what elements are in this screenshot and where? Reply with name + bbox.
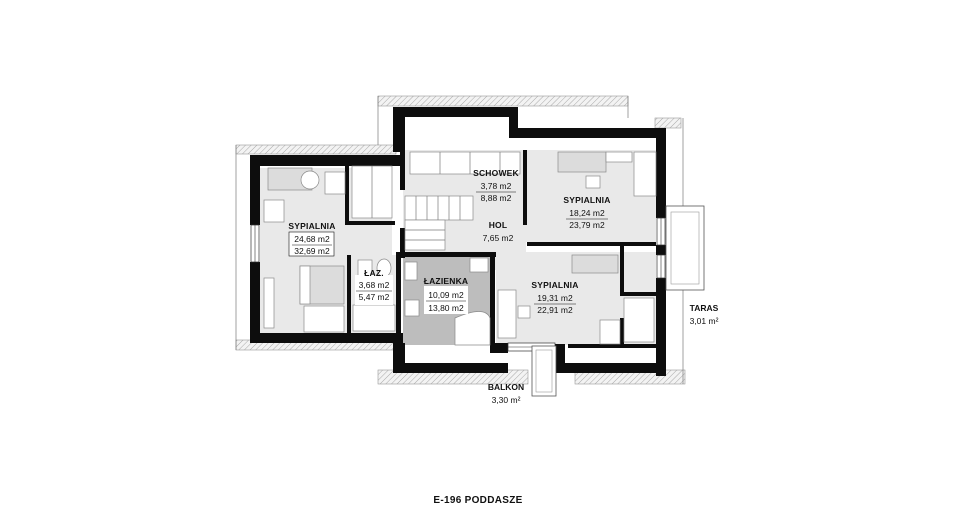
furniture [263,151,657,346]
room-name: ŁAZIENKA [424,276,469,286]
room-name: HOL [489,220,508,230]
room-area-usable: 24,68 m2 [294,234,330,244]
room-label-hall: HOL 7,65 m2 [483,220,514,243]
room-label-bathroom: ŁAZIENKA 10,09 m2 13,80 m2 [424,276,469,314]
room-name: ŁAZ. [364,268,384,278]
balcony-name: BALKON [488,382,524,392]
room-area-total: 13,80 m2 [428,303,464,313]
room-area-total: 8,88 m2 [481,193,512,203]
room-label-bedroom-mid: SYPIALNIA 19,31 m2 22,91 m2 [531,280,578,315]
room-label-storage: SCHOWEK 3,78 m2 8,88 m2 [473,168,519,203]
label-balcony: BALKON 3,30 m² [488,382,524,405]
terrace [665,205,705,291]
room-name: SYPIALNIA [288,221,335,231]
balcony-area: 3,30 m² [492,395,521,405]
room-area-usable: 18,24 m2 [569,208,605,218]
room-name: SCHOWEK [473,168,519,178]
room-label-bath-small: ŁAZ. 3,68 m2 5,47 m2 [355,268,393,305]
room-area-total: 5,47 m2 [359,292,390,302]
room-label-bedroom-right: SYPIALNIA 18,24 m2 23,79 m2 [563,195,610,230]
terrace-area: 3,01 m² [690,316,719,326]
room-area-usable: 10,09 m2 [428,290,464,300]
balcony [531,345,557,397]
room-area-usable: 7,65 m2 [483,233,514,243]
staircase [404,195,474,251]
plan-caption: E-196 PODDASZE [433,495,522,506]
room-area-total: 22,91 m2 [537,305,573,315]
room-name: SYPIALNIA [563,195,610,205]
room-area-total: 23,79 m2 [569,220,605,230]
room-label-bedroom-left: SYPIALNIA 24,68 m2 32,69 m2 [288,221,335,257]
label-terrace: TARAS 3,01 m² [690,303,719,326]
room-area-usable: 3,68 m2 [359,280,390,290]
terrace-name: TARAS [690,303,719,313]
room-area-usable: 19,31 m2 [537,293,573,303]
room-name: SYPIALNIA [531,280,578,290]
room-area-total: 32,69 m2 [294,246,330,256]
walls [250,107,666,376]
room-area-usable: 3,78 m2 [481,181,512,191]
roof-eaves [235,95,686,385]
